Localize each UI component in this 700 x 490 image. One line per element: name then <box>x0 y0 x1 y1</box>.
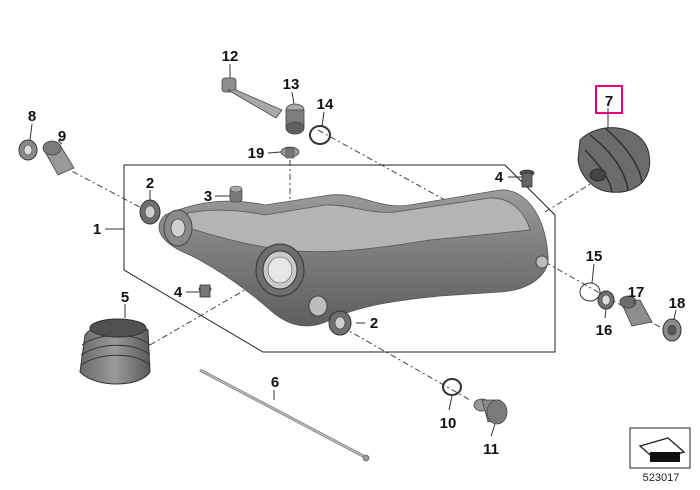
swing-arm <box>158 189 549 327</box>
drawing-number: 523017 <box>643 472 680 484</box>
part-14-o-ring <box>309 125 331 145</box>
callout-13: 13 <box>283 76 300 93</box>
part-3-bushing <box>229 185 243 203</box>
axis-line-lower-pivot <box>329 319 471 401</box>
part-15-o-ring <box>579 282 601 302</box>
part-11-pivot-bolt <box>473 398 508 425</box>
part-2-bearing-lower <box>328 310 352 336</box>
callout-1: 1 <box>93 221 101 238</box>
axis-line-top-bolt <box>317 129 446 201</box>
callout-2-lower: 2 <box>370 315 378 332</box>
part-2-bearing-upper <box>139 199 161 225</box>
part-6-cable-tie <box>199 368 370 462</box>
leader-lines <box>29 64 677 437</box>
callout-7: 7 <box>605 93 613 110</box>
part-4-plug-upper <box>519 169 535 188</box>
callout-10: 10 <box>440 415 457 432</box>
part-19-stud <box>280 146 300 159</box>
callout-9: 9 <box>58 128 66 145</box>
part-9-sleeve <box>42 140 75 176</box>
callout-4-upper: 4 <box>495 169 504 186</box>
part-5-rubber-boot <box>79 318 151 385</box>
callout-2-upper: 2 <box>146 175 154 192</box>
part-16-washer <box>597 290 615 310</box>
part-7-drive-boot <box>577 127 651 193</box>
part-13-bushing <box>285 103 305 135</box>
part-12-bolt <box>221 77 283 119</box>
callout-16: 16 <box>596 322 613 339</box>
callout-18: 18 <box>669 295 686 312</box>
callout-12: 12 <box>222 48 239 65</box>
callout-3: 3 <box>204 188 212 205</box>
callout-14: 14 <box>317 96 334 113</box>
part-4-plug-lower <box>198 284 212 298</box>
callout-17: 17 <box>628 284 645 301</box>
callout-5: 5 <box>121 289 129 306</box>
callout-6: 6 <box>271 374 279 391</box>
assembly-frame <box>123 164 556 353</box>
callout-19: 19 <box>248 145 265 162</box>
part-17-sleeve <box>619 295 653 327</box>
axis-line-drive-boot <box>544 177 601 213</box>
axis-line-boot <box>149 279 263 346</box>
callout-4-lower: 4 <box>174 284 183 301</box>
part-8-washer <box>18 139 38 161</box>
view-orientation-icon <box>629 427 691 469</box>
callout-15: 15 <box>586 248 603 265</box>
part-10-o-ring <box>442 378 462 396</box>
callout-8: 8 <box>28 108 36 125</box>
callout-7-highlight-box <box>595 85 623 114</box>
axis-line-front-bolt <box>59 164 156 216</box>
part-18-cap <box>662 318 682 342</box>
callout-11: 11 <box>483 441 499 458</box>
